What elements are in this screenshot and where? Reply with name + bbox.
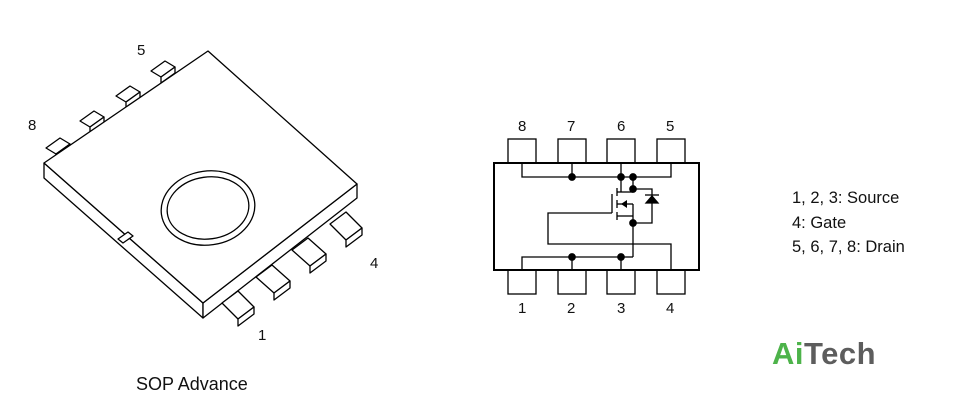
pin-function-gate: 4: Gate [792, 213, 847, 232]
schematic-bottom-pin-label: 3 [617, 300, 626, 317]
schematic [493, 138, 700, 295]
schematic-top-pin-label: 7 [567, 118, 576, 135]
pin-function-list: 1, 2, 3: Source 4: Gate 5, 6, 7, 8: Drai… [792, 186, 905, 260]
schematic-pin-8 [507, 138, 537, 164]
schematic-pin-7 [557, 138, 587, 164]
schematic-top-pin-label: 5 [666, 118, 675, 135]
schematic-pin-3 [606, 269, 636, 295]
package-caption: SOP Advance [136, 374, 248, 394]
schematic-top-pin-label: 8 [518, 118, 527, 135]
aitech-logo: AiTech [772, 336, 876, 372]
front-pins [221, 211, 363, 327]
package-pin-label-8: 8 [28, 117, 37, 134]
schematic-pin-6 [606, 138, 636, 164]
schematic-pin-1 [507, 269, 537, 295]
schematic-pin-2 [557, 269, 587, 295]
package-pin-label-4: 4 [370, 255, 379, 272]
rear-pins [45, 60, 176, 161]
logo-part-ai: Ai [772, 336, 804, 371]
schematic-bottom-pin-label: 2 [567, 300, 576, 317]
pin-function-source: 1, 2, 3: Source [792, 189, 900, 207]
pin-function-drain: 5, 6, 7, 8: Drain [792, 238, 905, 256]
schematic-pin-4 [656, 269, 686, 295]
package-pin-label-1: 1 [258, 327, 267, 344]
schematic-body [493, 162, 700, 271]
logo-part-tech: Tech [804, 336, 877, 371]
schematic-bottom-pin-label: 1 [518, 300, 527, 317]
schematic-pin-5 [656, 138, 686, 164]
package-pin-label-5: 5 [137, 42, 146, 59]
schematic-top-pin-label: 6 [617, 118, 626, 135]
package-body [43, 50, 363, 327]
schematic-bottom-pin-label: 4 [666, 300, 675, 317]
